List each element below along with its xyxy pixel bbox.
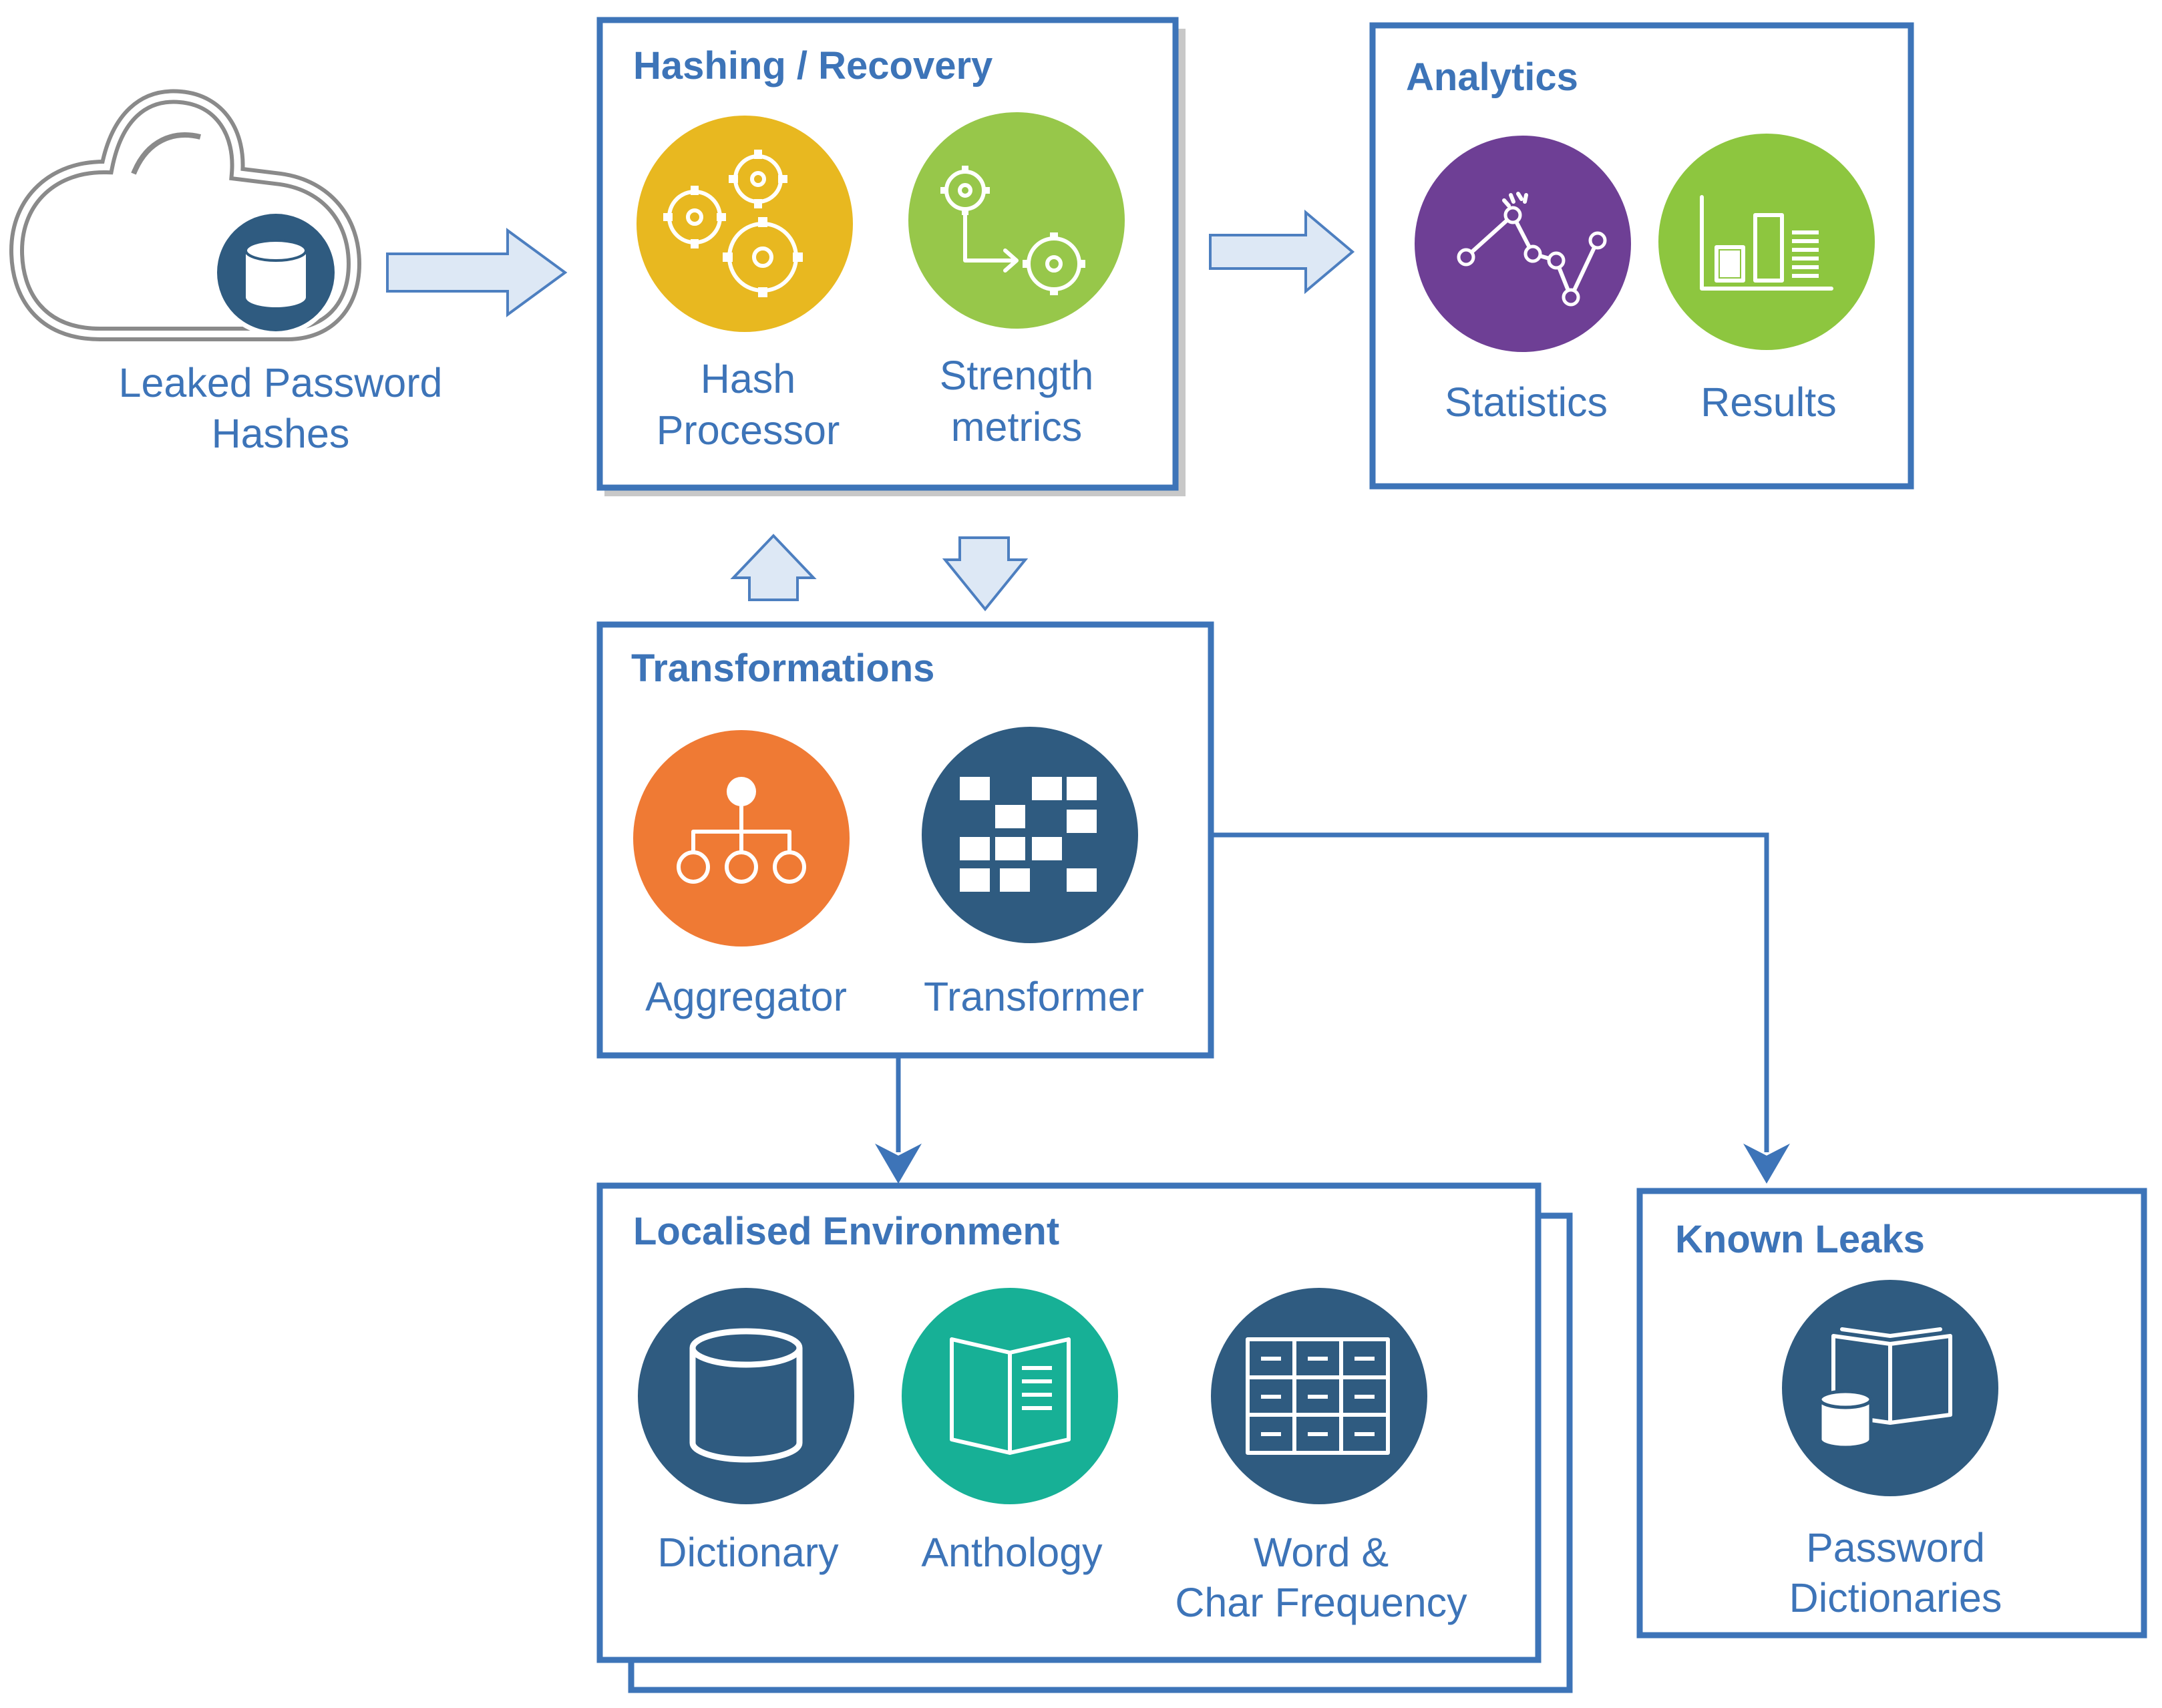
connector-to-localised [875, 1055, 922, 1184]
arrow-right-1 [386, 228, 568, 317]
password-dictionaries-line2: Dictionaries [1789, 1575, 2002, 1620]
gears-icon [637, 116, 853, 332]
gear-flow-icon [908, 112, 1125, 329]
arrow-up [730, 534, 817, 601]
hash-processor-line1: Hash [701, 356, 795, 401]
arrow-down [942, 536, 1029, 612]
analytics-title: Analytics [1406, 55, 1578, 99]
aggregator-label: Aggregator [645, 974, 847, 1019]
source-label-line2: Hashes [212, 411, 350, 456]
analytics-box: Analytics Statistics Results [1369, 22, 1914, 490]
word-char-line2: Char Frequency [1175, 1580, 1467, 1625]
strength-metrics-line1: Strength [940, 353, 1094, 398]
statistics-label: Statistics [1445, 379, 1608, 425]
connector-to-known-leaks [1211, 832, 1790, 1184]
cloud-database-icon [9, 89, 362, 341]
known-leaks-box: Known Leaks Password Dictionaries [1636, 1188, 2147, 1639]
database-small-icon [244, 239, 307, 307]
results-label: Results [1700, 379, 1836, 425]
grid-blocks-icon [922, 727, 1138, 943]
bar-chart-icon [1658, 134, 1875, 350]
transformations-box: Transformations Aggregator Transformer [596, 621, 1214, 1059]
localised-title: Localised Environment [633, 1210, 1059, 1253]
arrow-right-2 [1209, 209, 1355, 295]
word-char-line1: Word & [1254, 1530, 1389, 1575]
password-dictionaries-line1: Password [1806, 1525, 1985, 1570]
strength-metrics-line2: metrics [951, 404, 1083, 450]
source-label-line1: Leaked Password [119, 360, 443, 405]
dictionary-label: Dictionary [657, 1530, 839, 1575]
hashing-title: Hashing / Recovery [633, 44, 993, 88]
hashing-recovery-box: Hashing / Recovery Hash Processor [596, 17, 1186, 496]
known-leaks-title: Known Leaks [1675, 1218, 1925, 1261]
localised-environment-box: Localised Environment Dictionary Antholo… [596, 1182, 1573, 1693]
transformations-title: Transformations [631, 647, 934, 690]
hash-processor-line2: Processor [657, 407, 840, 453]
anthology-label: Anthology [921, 1530, 1103, 1575]
transformer-label: Transformer [924, 974, 1144, 1019]
database-icon [638, 1288, 854, 1504]
